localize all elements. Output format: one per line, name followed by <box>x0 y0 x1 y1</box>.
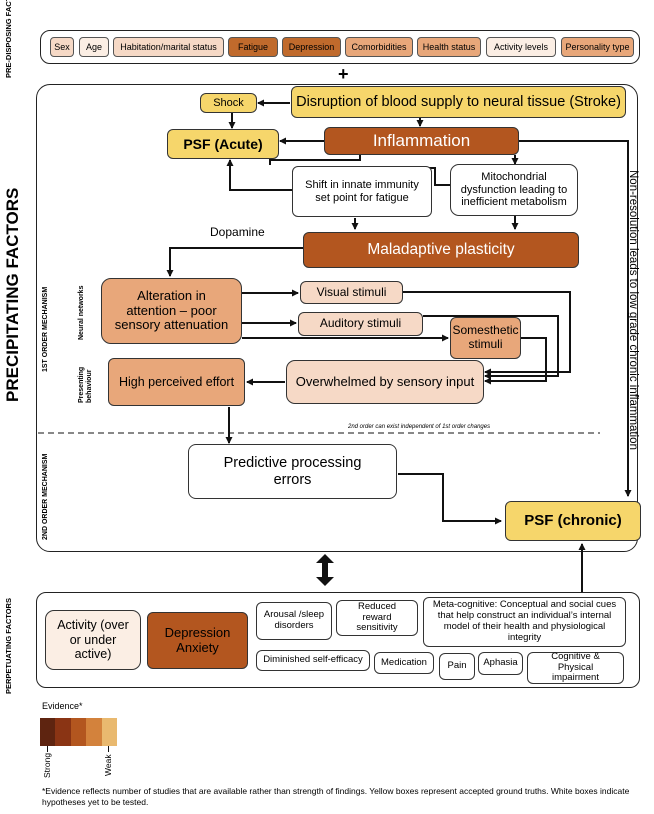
high-effort-node: High perceived effort <box>108 358 245 406</box>
legend-swatch-3 <box>70 718 87 746</box>
pain-node: Pain <box>439 653 475 680</box>
legend-swatch-1 <box>40 718 56 746</box>
chip-age: Age <box>79 37 109 57</box>
legend-weak-label: Weak <box>103 754 113 776</box>
non-resolution-label: Non-resolution leads to low grade chroni… <box>627 170 639 450</box>
chip-comorbidities: Comorbidities <box>345 37 413 57</box>
activity-node: Activity (over or under active) <box>45 610 141 670</box>
medication-node: Medication <box>374 652 434 674</box>
plus-sign: + <box>338 64 349 84</box>
chip-fatigue: Fatigue <box>228 37 278 57</box>
legend-tick-weak <box>108 746 109 752</box>
chip-habitation: Habitation/marital status <box>113 37 224 57</box>
disruption-node: Disruption of blood supply to neural tis… <box>291 86 626 118</box>
legend-swatch-5 <box>101 718 118 746</box>
footnote: *Evidence reflects number of studies tha… <box>42 786 630 807</box>
shock-node: Shock <box>200 93 257 113</box>
aphasia-node: Aphasia <box>478 652 523 675</box>
cognitive-node: Cognitive & Physical impairment <box>527 651 624 684</box>
precipitating-panel <box>36 84 638 552</box>
maladaptive-node: Maladaptive plasticity <box>303 232 579 268</box>
legend-swatch-4 <box>86 718 102 746</box>
somesthetic-node: Somesthetic stimuli <box>450 317 521 359</box>
perpetuating-panel <box>36 592 640 688</box>
legend-strong-label: Strong <box>42 752 52 778</box>
self-efficacy-node: Diminished self-efficacy <box>256 650 370 671</box>
predisposing-panel <box>40 30 640 64</box>
arousal-node: Arousal /sleep disorders <box>256 602 332 640</box>
shift-immunity-node: Shift in innate immunity set point for f… <box>292 166 432 217</box>
chip-sex: Sex <box>50 37 74 57</box>
legend-title: Evidence* <box>42 701 83 711</box>
psf-acute-node: PSF (Acute) <box>167 129 279 159</box>
depression-anxiety-node: Depression Anxiety <box>147 612 248 669</box>
legend-tick-strong <box>47 746 48 752</box>
metacognitive-node: Meta-cognitive: Conceptual and social cu… <box>423 597 626 647</box>
anxiety-text: Anxiety <box>176 639 219 655</box>
mitochondrial-node: Mitochondrial dysfunction leading to ine… <box>450 164 578 216</box>
psf-chronic-node: PSF (chronic) <box>505 501 641 541</box>
depression-text: Depression <box>164 624 231 640</box>
reward-node: Reduced reward sensitivity <box>336 600 418 636</box>
overwhelmed-node: Overwhelmed by sensory input <box>286 360 484 404</box>
visual-node: Visual stimuli <box>300 281 403 304</box>
inflammation-node: Inflammation <box>324 127 519 155</box>
chip-health-status: Health status <box>417 37 481 57</box>
independent-note: 2nd order can exist independent of 1st o… <box>348 424 491 430</box>
predictive-node: Predictive processing errors <box>188 444 397 499</box>
chip-activity-levels: Activity levels <box>486 37 556 57</box>
legend-swatch-2 <box>55 718 71 746</box>
chip-depression: Depression <box>282 37 341 57</box>
alteration-node: Alteration in attention – poor sensory a… <box>101 278 242 344</box>
legend-swatches <box>40 718 118 746</box>
auditory-node: Auditory stimuli <box>298 312 423 336</box>
chip-personality: Personality type <box>561 37 634 57</box>
dopamine-label: Dopamine <box>210 225 265 239</box>
